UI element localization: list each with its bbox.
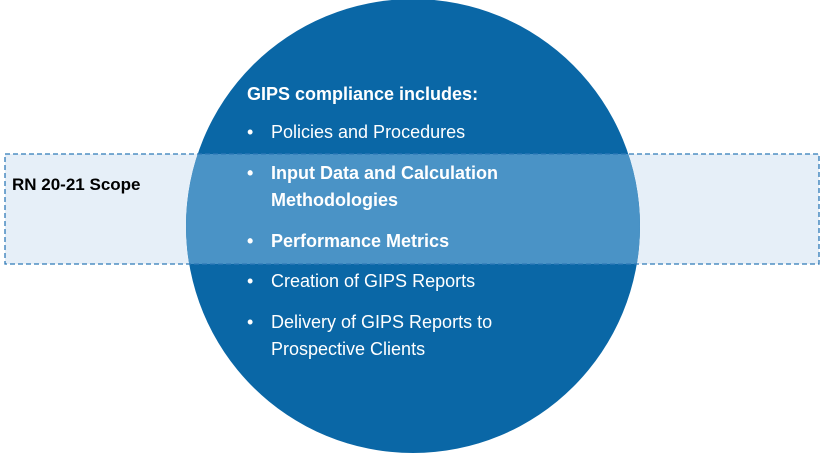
list-item-in-scope: •Input Data and Calculation Methodologie… (247, 160, 571, 214)
bullet-icon: • (247, 163, 254, 183)
scope-overlap (186, 154, 640, 264)
list-item: •Policies and Procedures (247, 119, 571, 146)
bullet-icon: • (247, 231, 254, 251)
circle-heading: GIPS compliance includes: (247, 84, 479, 104)
list-item-in-scope: •Performance Metrics (247, 228, 571, 255)
bullet-icon: • (247, 271, 254, 291)
bullet-icon: • (247, 122, 254, 142)
list-item: •Creation of GIPS Reports (247, 268, 571, 295)
scope-band-border (4, 153, 820, 265)
scope-label: RN 20-21 Scope (12, 175, 141, 194)
list-item: •Delivery of GIPS Reports to Prospective… (247, 309, 561, 363)
bullet-icon: • (247, 312, 254, 332)
